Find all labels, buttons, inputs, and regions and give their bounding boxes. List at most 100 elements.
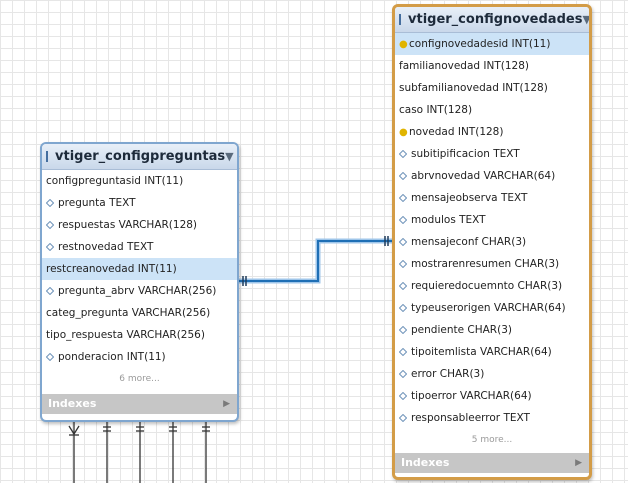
column-row[interactable]: mensajeobserva TEXT bbox=[395, 187, 589, 209]
one-cardinality-marker-left bbox=[242, 276, 247, 286]
column-label: error CHAR(3) bbox=[411, 368, 485, 380]
column-label: mostrarenresumen CHAR(3) bbox=[411, 258, 560, 270]
column-diamond-icon bbox=[399, 392, 407, 400]
relationship-connector[interactable] bbox=[239, 238, 392, 284]
column-row[interactable]: tipo_respuesta VARCHAR(256) bbox=[42, 324, 237, 346]
column-row[interactable]: error CHAR(3) bbox=[395, 363, 589, 385]
column-label: subitipificacion TEXT bbox=[411, 148, 520, 160]
column-row[interactable]: abrvnovedad VARCHAR(64) bbox=[395, 165, 589, 187]
column-diamond-icon bbox=[46, 221, 54, 229]
column-row[interactable]: modulos TEXT bbox=[395, 209, 589, 231]
column-row[interactable]: typeuserorigen VARCHAR(64) bbox=[395, 297, 589, 319]
more-columns-link[interactable]: 6 more... bbox=[119, 374, 160, 384]
column-label: pendiente CHAR(3) bbox=[411, 324, 512, 336]
entity-title: vtiger_configpreguntas bbox=[55, 149, 226, 164]
column-diamond-icon bbox=[399, 172, 407, 180]
column-label: familianovedad INT(128) bbox=[399, 60, 529, 72]
column-label: caso INT(128) bbox=[399, 104, 473, 116]
column-label: novedad INT(128) bbox=[409, 126, 504, 138]
column-label: confignovedadesid INT(11) bbox=[409, 38, 551, 50]
column-diamond-icon bbox=[399, 150, 407, 158]
column-label: tipoitemlista VARCHAR(64) bbox=[411, 346, 552, 358]
column-row[interactable]: ●novedad INT(128) bbox=[395, 121, 589, 143]
entity-title: vtiger_confignovedades bbox=[408, 12, 583, 27]
column-diamond-icon bbox=[399, 194, 407, 202]
column-label: abrvnovedad VARCHAR(64) bbox=[411, 170, 556, 182]
expand-arrow-icon[interactable]: ▶ bbox=[223, 399, 230, 409]
column-label: restnovedad TEXT bbox=[58, 241, 154, 253]
column-label: pregunta_abrv VARCHAR(256) bbox=[58, 285, 217, 297]
primary-key-icon: ● bbox=[399, 39, 408, 50]
column-diamond-icon bbox=[399, 238, 407, 246]
column-label: subfamilianovedad INT(128) bbox=[399, 82, 548, 94]
primary-key-icon: ● bbox=[399, 127, 408, 138]
column-row[interactable]: tipoerror VARCHAR(64) bbox=[395, 385, 589, 407]
one-cardinality-marker-right bbox=[384, 236, 389, 246]
entity-header[interactable]: vtiger_configpreguntas ▼ bbox=[42, 144, 237, 170]
column-label: ponderacion INT(11) bbox=[58, 351, 166, 363]
column-diamond-icon bbox=[399, 326, 407, 334]
column-row[interactable]: mostrarenresumen CHAR(3) bbox=[395, 253, 589, 275]
expand-arrow-icon[interactable]: ▶ bbox=[575, 458, 582, 468]
column-diamond-icon bbox=[399, 348, 407, 356]
column-diamond-icon bbox=[399, 414, 407, 422]
column-label: modulos TEXT bbox=[411, 214, 486, 226]
entity-vtiger-configpreguntas[interactable]: vtiger_configpreguntas ▼ configpreguntas… bbox=[40, 142, 239, 422]
entity-vtiger-confignovedades[interactable]: vtiger_confignovedades ▼ ●confignovedade… bbox=[392, 4, 592, 480]
indexes-label: Indexes bbox=[48, 397, 97, 410]
column-row[interactable]: configpreguntasid INT(11) bbox=[42, 170, 237, 192]
more-columns-link[interactable]: 5 more... bbox=[471, 435, 513, 445]
column-row[interactable]: pregunta_abrv VARCHAR(256) bbox=[42, 280, 237, 302]
column-row[interactable]: categ_pregunta VARCHAR(256) bbox=[42, 302, 237, 324]
column-label: mensajeconf CHAR(3) bbox=[411, 236, 527, 248]
column-row[interactable]: pregunta TEXT bbox=[42, 192, 237, 214]
column-diamond-icon bbox=[399, 370, 407, 378]
column-row[interactable]: responsableerror TEXT bbox=[395, 407, 589, 429]
indexes-section[interactable]: Indexes ▶ bbox=[395, 453, 589, 473]
column-diamond-icon bbox=[46, 353, 54, 361]
relationship-connector-core bbox=[239, 240, 392, 282]
column-row[interactable]: familianovedad INT(128) bbox=[395, 55, 589, 77]
column-row[interactable]: requieredocuemnto CHAR(3) bbox=[395, 275, 589, 297]
column-label: respuestas VARCHAR(128) bbox=[58, 219, 198, 231]
column-label: pregunta TEXT bbox=[58, 197, 136, 209]
indexes-label: Indexes bbox=[401, 456, 450, 469]
column-label: typeuserorigen VARCHAR(64) bbox=[411, 302, 566, 314]
column-diamond-icon bbox=[46, 199, 54, 207]
column-row[interactable]: ponderacion INT(11) bbox=[42, 346, 237, 368]
table-icon bbox=[399, 14, 401, 25]
column-row[interactable]: caso INT(128) bbox=[395, 99, 589, 121]
column-diamond-icon bbox=[399, 304, 407, 312]
column-label: configpreguntasid INT(11) bbox=[46, 175, 184, 187]
column-row[interactable]: respuestas VARCHAR(128) bbox=[42, 214, 237, 236]
column-row[interactable]: ●confignovedadesid INT(11) bbox=[395, 33, 589, 55]
table-icon bbox=[46, 151, 48, 162]
column-diamond-icon bbox=[399, 282, 407, 290]
column-row[interactable]: mensajeconf CHAR(3) bbox=[395, 231, 589, 253]
column-label: mensajeobserva TEXT bbox=[411, 192, 528, 204]
collapse-toggle-icon[interactable]: ▼ bbox=[225, 150, 234, 163]
column-diamond-icon bbox=[46, 287, 54, 295]
column-diamond-icon bbox=[399, 260, 407, 268]
collapse-toggle-icon[interactable]: ▼ bbox=[582, 13, 591, 26]
column-diamond-icon bbox=[399, 216, 407, 224]
column-label: tipoerror VARCHAR(64) bbox=[411, 390, 532, 402]
column-list: configpreguntasid INT(11) pregunta TEXT re… bbox=[42, 170, 237, 368]
column-diamond-icon bbox=[46, 243, 54, 251]
column-row[interactable]: restnovedad TEXT bbox=[42, 236, 237, 258]
column-label: restcreanovedad INT(11) bbox=[46, 263, 177, 275]
column-row[interactable]: subitipificacion TEXT bbox=[395, 143, 589, 165]
column-label: responsableerror TEXT bbox=[411, 412, 530, 424]
column-label: requieredocuemnto CHAR(3) bbox=[411, 280, 563, 292]
column-row[interactable]: subfamilianovedad INT(128) bbox=[395, 77, 589, 99]
outgoing-relationship-lines bbox=[68, 422, 210, 483]
indexes-section[interactable]: Indexes ▶ bbox=[42, 394, 237, 414]
column-label: tipo_respuesta VARCHAR(256) bbox=[46, 329, 205, 341]
column-label: categ_pregunta VARCHAR(256) bbox=[46, 307, 211, 319]
column-row[interactable]: restcreanovedad INT(11) bbox=[42, 258, 237, 280]
column-row[interactable]: tipoitemlista VARCHAR(64) bbox=[395, 341, 589, 363]
column-list: ●confignovedadesid INT(11)familianovedad… bbox=[395, 33, 589, 429]
column-row[interactable]: pendiente CHAR(3) bbox=[395, 319, 589, 341]
entity-header[interactable]: vtiger_confignovedades ▼ bbox=[395, 7, 589, 33]
